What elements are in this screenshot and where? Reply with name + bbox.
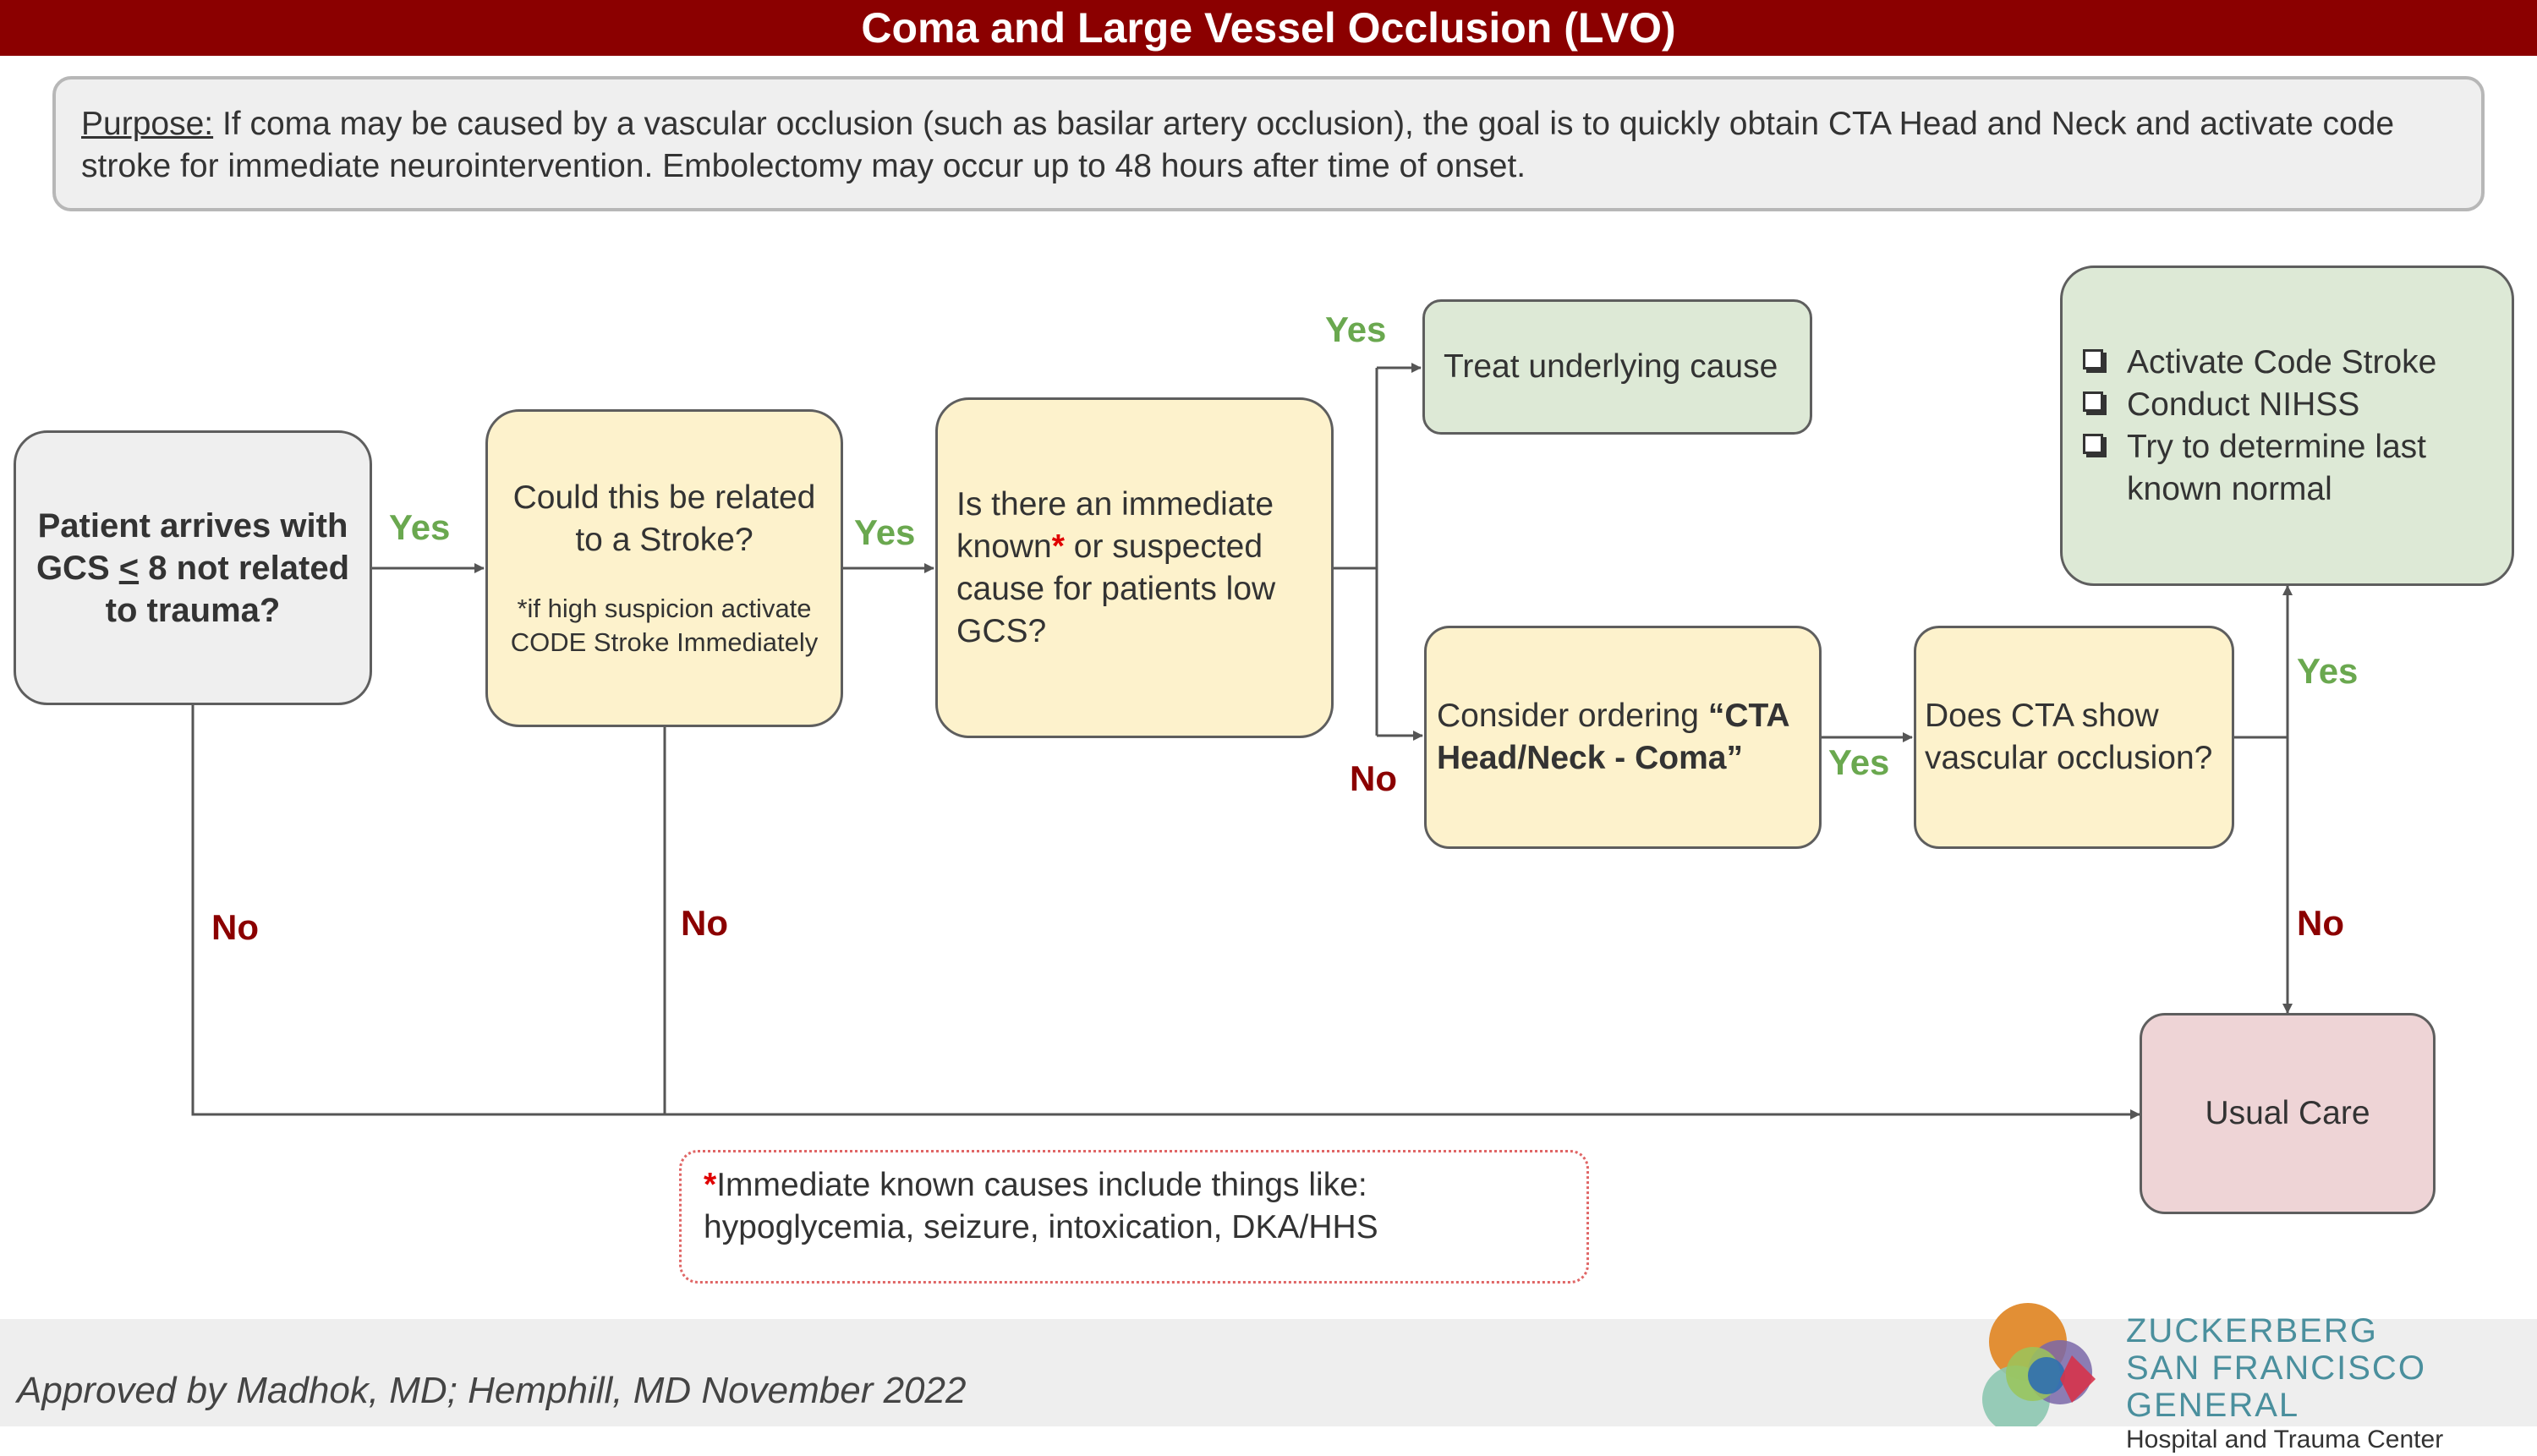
- edge-label-yes: Yes: [2297, 651, 2359, 691]
- flowchart-connectors: [191, 363, 2293, 1119]
- purpose-label: Purpose:: [81, 106, 214, 142]
- cause-question-node: Is there an immediate known* or suspecte…: [935, 397, 1334, 738]
- edge-label-no: No: [2297, 903, 2344, 943]
- approval-text: Approved by Madhok, MD; Hemphill, MD Nov…: [17, 1370, 967, 1411]
- edge-label-no: No: [1350, 758, 1397, 798]
- checkbox-icon: [2083, 391, 2103, 412]
- connector-start-no: [191, 705, 2140, 1119]
- stroke-actions-list: Activate Code Stroke Conduct NIHSS Try t…: [2083, 342, 2491, 511]
- cta-order-node: Consider ordering “CTA Head/Neck - Coma”: [1424, 626, 1822, 849]
- edge-label-no: No: [211, 907, 259, 947]
- action-item: Conduct NIHSS: [2083, 384, 2491, 426]
- stroke-actions-node: Activate Code Stroke Conduct NIHSS Try t…: [2060, 265, 2514, 586]
- page-title: Coma and Large Vessel Occlusion (LVO): [0, 0, 2537, 56]
- checkbox-icon: [2083, 433, 2103, 454]
- purpose-text: If coma may be caused by a vascular occl…: [81, 106, 2395, 184]
- occlusion-question-node: Does CTA show vascular occlusion?: [1914, 626, 2234, 849]
- action-item: Activate Code Stroke: [2083, 342, 2491, 384]
- edge-label-yes: Yes: [389, 507, 451, 547]
- stroke-question-note: *if high suspicion activate CODE Stroke …: [510, 594, 819, 657]
- known-causes-note: *Immediate known causes include things l…: [679, 1150, 1589, 1284]
- usual-care-node: Usual Care: [2140, 1013, 2436, 1214]
- edge-label-no: No: [681, 903, 728, 943]
- purpose-box: Purpose: If coma may be caused by a vasc…: [52, 76, 2485, 211]
- edge-label-yes: Yes: [854, 512, 916, 552]
- footer-bar: [0, 1319, 2537, 1426]
- stroke-question-node: Could this be related to a Stroke? *if h…: [485, 409, 843, 727]
- action-item: Try to determine last known normal: [2083, 426, 2491, 511]
- edge-label-yes: Yes: [1828, 742, 1890, 782]
- stroke-question-text: Could this be related to a Stroke?: [512, 479, 816, 558]
- edge-label-yes: Yes: [1325, 309, 1387, 349]
- checkbox-icon: [2083, 348, 2103, 369]
- zsfg-logo-icon: [1982, 1303, 2096, 1426]
- zsfg-logo-text: ZUCKERBERG SAN FRANCISCO GENERAL Hospita…: [2126, 1312, 2444, 1453]
- start-node: Patient arrives with GCS < 8 not related…: [14, 430, 372, 705]
- treat-cause-node: Treat underlying cause: [1422, 299, 1812, 435]
